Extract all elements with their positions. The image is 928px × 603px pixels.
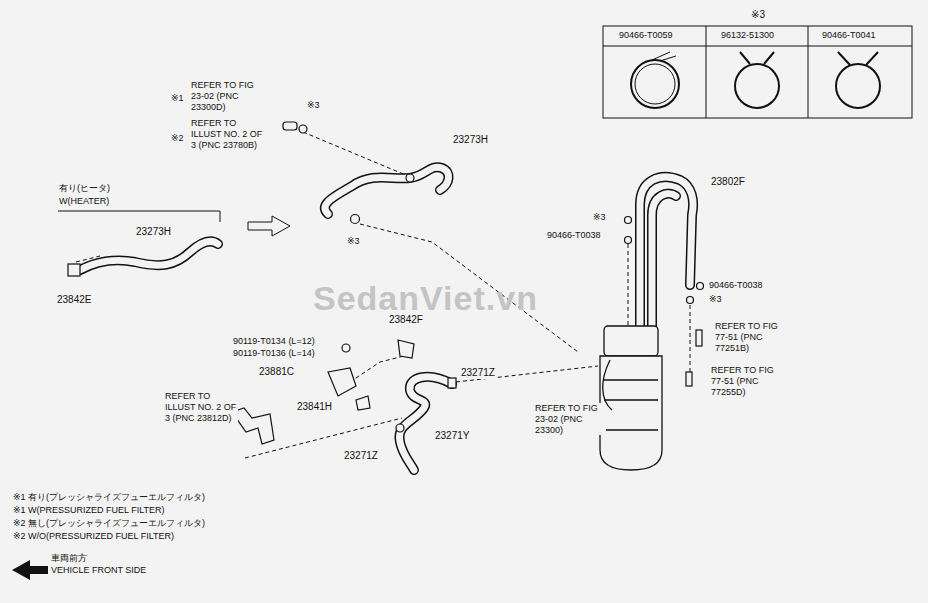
pipe: [232, 408, 274, 444]
reference-note: REFER TO FIG 77-51 (PNC 77255D): [710, 365, 786, 397]
clamp-icon: [740, 52, 774, 64]
variant-label: 有り(ヒータ): [58, 183, 111, 194]
clamp: [697, 283, 704, 290]
front-arrow: [12, 560, 48, 580]
bracket-line: [58, 211, 220, 222]
leader-lines: [58, 132, 690, 458]
clamp: [406, 174, 414, 182]
part-number: 90119-T0134 (L=12): [232, 336, 316, 347]
reference-note: REFER TO FIG 77-51 (PNC 77251B): [714, 321, 790, 353]
direction-label: VEHICLE FRONT SIDE: [50, 565, 147, 576]
note-mark: ※3: [592, 212, 607, 223]
hose: [399, 377, 452, 470]
reference-note: REFER TO ILLUST NO. 2 OF 3 (PNC 23780B): [190, 118, 264, 150]
hose: [399, 377, 452, 470]
filter-rib: [604, 380, 658, 430]
callout-number: 23802F: [710, 176, 746, 188]
clamp-icon: [838, 52, 878, 65]
callout-number: 23271Z: [460, 367, 496, 379]
dashed-line: [628, 244, 629, 330]
clamp-table: [603, 26, 912, 118]
clip: [356, 396, 370, 410]
part-number: 90466-T0038: [708, 280, 764, 291]
clip: [68, 264, 80, 276]
dashed-line: [303, 132, 408, 176]
hose: [80, 241, 218, 270]
filter-body: [600, 356, 662, 470]
hose: [325, 167, 449, 214]
note-mark: ※3: [346, 236, 361, 247]
watermark: SedanViet.vn: [312, 278, 539, 319]
hollow-arrow: [248, 216, 290, 236]
hose: [652, 194, 676, 330]
clamp-icon: [631, 60, 679, 108]
footnote: ※1 有り(プレッシャライズフューエルフィルタ): [12, 492, 206, 503]
table-cell: 90466-T0059: [618, 30, 674, 41]
dashed-line: [456, 366, 598, 382]
hose-fill: [80, 167, 693, 470]
note-mark: ※1: [170, 93, 185, 104]
hose-stub: [283, 122, 297, 130]
note-mark: ※3: [306, 100, 321, 111]
callout-number: 23271Z: [343, 450, 379, 462]
table-frame: [603, 26, 912, 118]
clamp: [625, 237, 632, 244]
table-cell: 90466-T0041: [821, 30, 877, 41]
part-number: 90466-T0038: [546, 230, 602, 241]
clamp-icon: [735, 64, 779, 108]
clamp: [625, 217, 632, 224]
reference-note: REFER TO FIG 23-02 (PNC 23300D): [190, 80, 264, 112]
clamp: [687, 297, 694, 304]
callout-number: 23841H: [296, 401, 333, 413]
clamp-icon: [652, 52, 676, 61]
table-grid: [603, 26, 912, 118]
footnote: ※2 無し(プレッシャライズフューエルフィルタ): [12, 518, 206, 529]
footnote: ※2 W/O(PRESSURIZED FUEL FILTER): [12, 531, 175, 542]
callout-number: 23273H: [135, 226, 172, 238]
callout-number: 23842E: [56, 294, 92, 306]
filter-head: [604, 326, 658, 356]
pipe-end: [696, 330, 702, 346]
clamp: [299, 125, 307, 133]
clip: [398, 340, 414, 358]
callout-number: 23881C: [258, 366, 295, 378]
callout-number: 23273H: [452, 134, 489, 146]
dashed-line: [690, 305, 691, 372]
hose: [640, 177, 693, 330]
hose-outline: [80, 167, 693, 470]
note-mark: ※2: [170, 133, 185, 144]
hose: [652, 194, 676, 330]
hose: [325, 167, 449, 214]
bolt: [342, 344, 350, 352]
clamp-icon: [836, 64, 880, 108]
reference-note: REFER TO ILLUST NO. 2 OF 3 (PNC 23812D): [164, 391, 238, 423]
dashed-line: [350, 356, 404, 382]
reference-note: REFER TO FIG 23-02 (PNC 23300): [534, 403, 606, 435]
variant-label: W(HEATER): [58, 196, 110, 207]
callout-number: 23271Y: [434, 430, 470, 442]
hose: [80, 241, 218, 270]
bracket: [328, 368, 356, 396]
hose: [640, 177, 693, 330]
clamp-icon: [635, 64, 675, 104]
pipe-end: [686, 372, 692, 386]
direction-label: 車両前方: [50, 553, 88, 564]
note-mark: ※3: [750, 9, 766, 21]
table-cell: 96132-51300: [720, 30, 775, 41]
dashed-line: [76, 256, 100, 262]
fuel-filter: [600, 326, 662, 470]
clamp: [396, 424, 404, 432]
clamp: [448, 378, 456, 388]
clamp: [351, 215, 360, 224]
footnote: ※1 W(PRESSURIZED FUEL FILTER): [12, 505, 166, 516]
note-mark: ※3: [708, 294, 723, 305]
part-number: 90119-T0136 (L=14): [232, 348, 316, 359]
